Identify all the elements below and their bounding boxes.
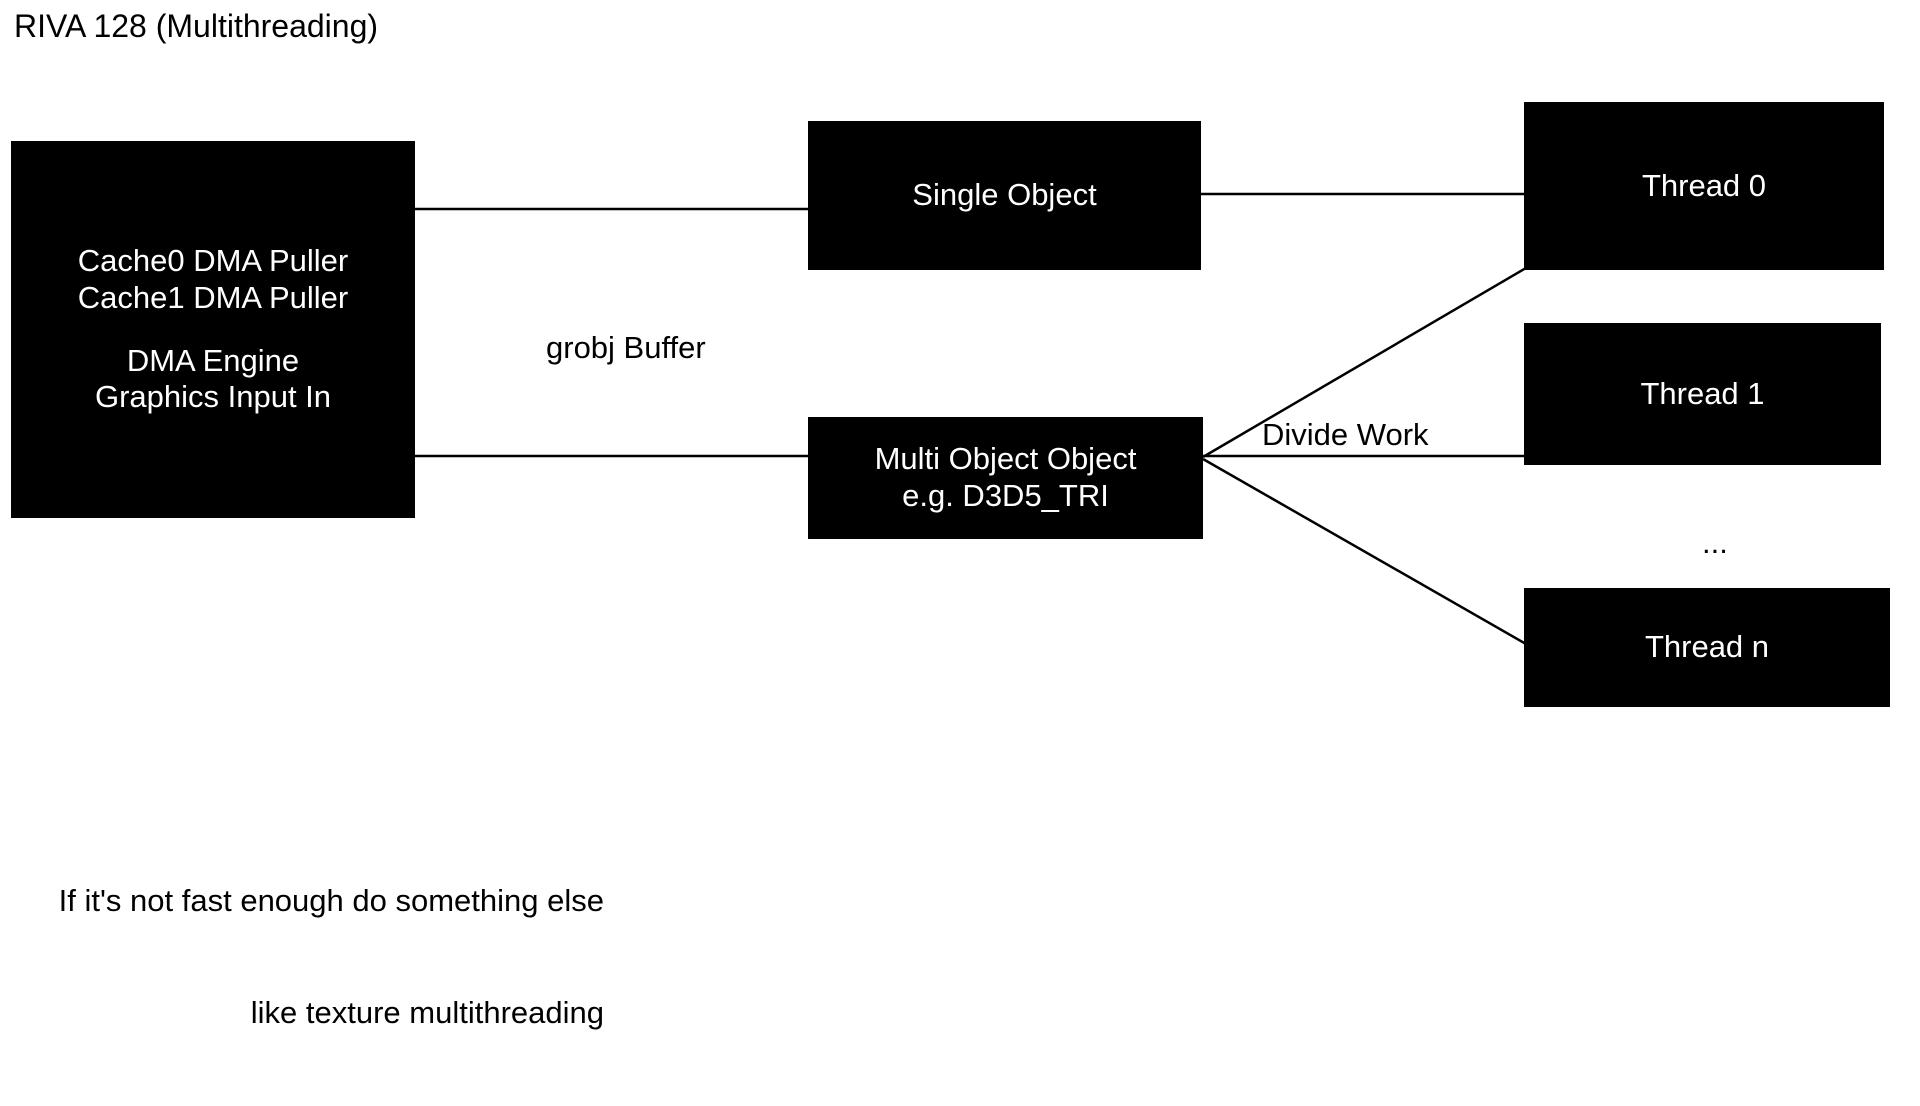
diagram-canvas: RIVA 128 (Multithreading) Cache0 DMA Pul… xyxy=(11,8,1890,1030)
thread-0-label: Thread 0 xyxy=(1641,167,1767,203)
dma-block-line-3: DMA Engine xyxy=(126,342,300,378)
multi-object-label-line-2: e.g. D3D5_TRI xyxy=(902,478,1109,513)
single-object-block[interactable]: Single Object xyxy=(808,121,1201,270)
thread-n-block[interactable]: Thread n xyxy=(1524,588,1890,707)
page-title: RIVA 128 (Multithreading) xyxy=(14,8,379,44)
footnote-line-2: like texture multithreading xyxy=(250,994,604,1030)
divide-work-edge-label: Divide Work xyxy=(1262,417,1429,452)
thread-n-label: Thread n xyxy=(1644,629,1770,665)
dma-block[interactable]: Cache0 DMA Puller Cache1 DMA Puller DMA … xyxy=(11,141,415,518)
thread-1-label: Thread 1 xyxy=(1640,375,1765,411)
dma-block-line-4: Graphics Input In xyxy=(94,379,332,415)
multi-object-block[interactable]: Multi Object Object e.g. D3D5_TRI xyxy=(808,417,1203,539)
multi-object-label-line-1: Multi Object Object xyxy=(874,441,1137,477)
grobj-buffer-edge-label: grobj Buffer xyxy=(546,330,706,365)
footnote-line-1: If it's not fast enough do something els… xyxy=(58,883,604,919)
dma-block-line-2: Cache1 DMA Puller xyxy=(77,279,349,315)
dma-block-line-1: Cache0 DMA Puller xyxy=(77,243,349,279)
threads-ellipsis-label: ... xyxy=(1702,525,1728,560)
footnote: If it's not fast enough do something els… xyxy=(0,808,604,1106)
thread-0-block[interactable]: Thread 0 xyxy=(1524,102,1884,270)
thread-1-block[interactable]: Thread 1 xyxy=(1524,323,1881,465)
single-object-label: Single Object xyxy=(912,177,1097,213)
edge-multi-object-to-thread-n xyxy=(1202,457,1527,646)
